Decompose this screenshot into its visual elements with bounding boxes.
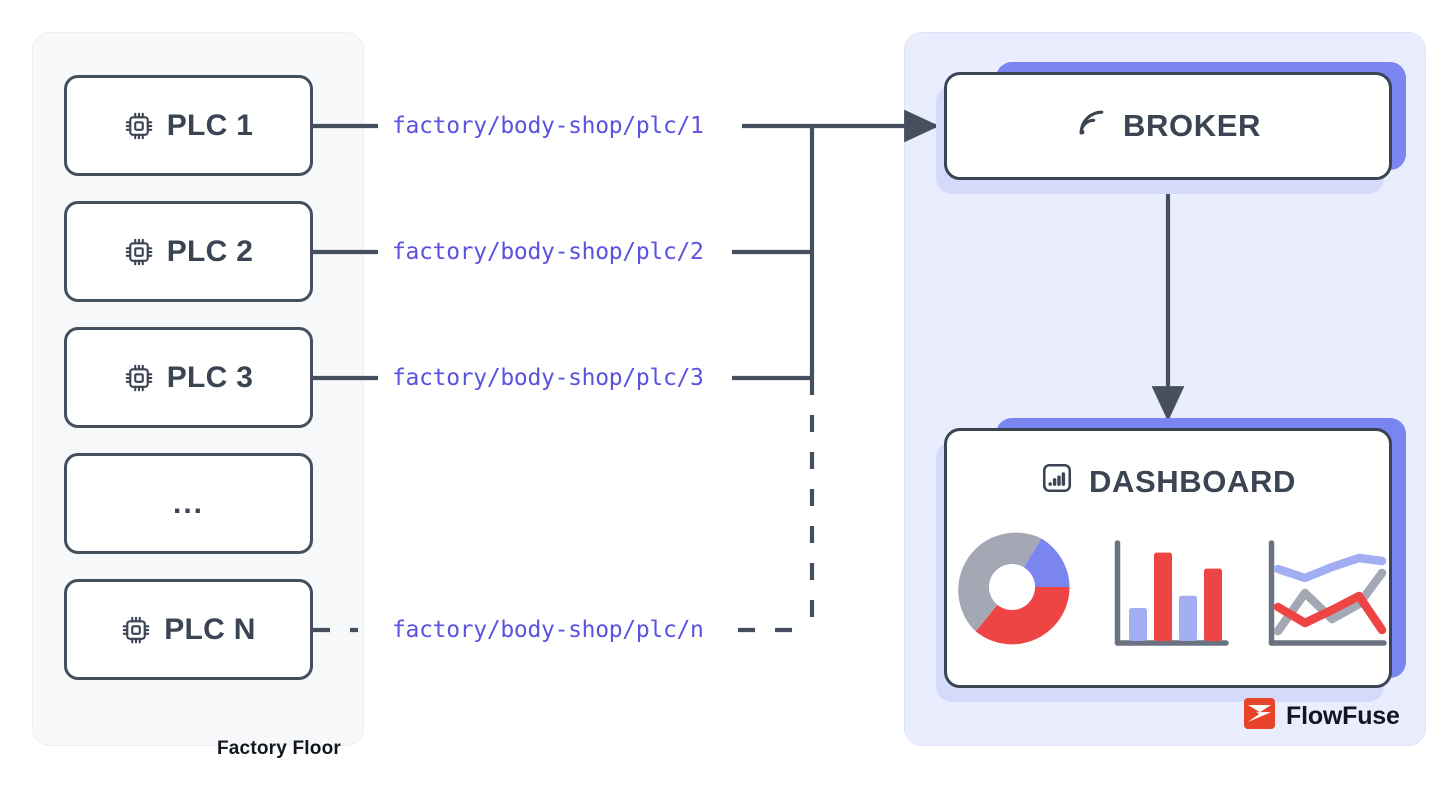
flowfuse-logo-icon [1244, 698, 1275, 734]
factory-floor-label: Factory Floor [216, 738, 341, 759]
mini-bar-chart [1110, 539, 1230, 656]
cpu-chip-icon [124, 111, 154, 141]
dashboard-card[interactable]: DASHBOARD [936, 418, 1406, 702]
mini-donut-chart [948, 523, 1076, 656]
broker-card[interactable]: BROKER [936, 62, 1406, 194]
plc-card-3[interactable]: PLC 3 [64, 327, 313, 428]
plc-card-label: PLC 2 [166, 234, 254, 268]
topic-label-plc-3: factory/body-shop/plc/3 [392, 365, 704, 391]
topic-label-plc-n: factory/body-shop/plc/n [392, 617, 704, 643]
plc-card-ellipsis: ... [64, 453, 313, 554]
dashboard-label: DASHBOARD [1089, 464, 1296, 499]
flowfuse-branding: FlowFuse [1244, 698, 1400, 734]
dashboard-mini-charts [947, 523, 1389, 656]
broker-label: BROKER [1123, 108, 1261, 143]
plc-card-label: PLC 1 [166, 108, 254, 142]
plc-card-label: PLC N [164, 612, 256, 646]
broker-card-body: BROKER [944, 72, 1392, 180]
cpu-chip-icon [121, 615, 151, 645]
topic-label-plc-2: factory/body-shop/plc/2 [392, 239, 704, 265]
cpu-chip-icon [124, 237, 154, 267]
plc-card-label: PLC 3 [166, 360, 254, 394]
mini-line-chart [1264, 539, 1388, 656]
bar-chart-square-icon [1040, 461, 1074, 503]
cpu-chip-icon [124, 363, 154, 393]
plc-card-2[interactable]: PLC 2 [64, 201, 313, 302]
dashboard-card-body: DASHBOARD [944, 428, 1392, 688]
plc-card-1[interactable]: PLC 1 [64, 75, 313, 176]
flowfuse-wordmark: FlowFuse [1286, 701, 1400, 730]
plc-card-n[interactable]: PLC N [64, 579, 313, 680]
rss-signal-icon [1075, 106, 1108, 147]
topic-label-plc-1: factory/body-shop/plc/1 [392, 113, 704, 139]
